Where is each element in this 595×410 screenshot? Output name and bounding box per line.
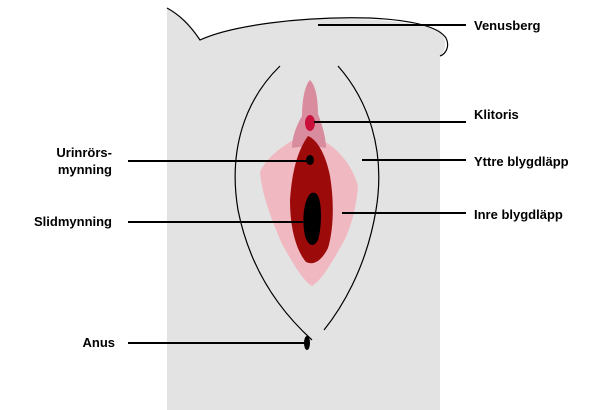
- label-klitoris: Klitoris: [474, 107, 519, 122]
- label-inre-blygdlapp: Inre blygdläpp: [474, 207, 563, 222]
- label-slidmynning: Slidmynning: [34, 214, 112, 229]
- label-yttre-blygdlapp: Yttre blygdläpp: [474, 154, 569, 169]
- label-urinrors-line2: mynning: [58, 162, 112, 177]
- label-urinrors-line1: Urinrörs-: [56, 145, 112, 160]
- label-venusberg: Venusberg: [474, 18, 541, 33]
- clitoris-shape: [305, 115, 315, 131]
- label-anus: Anus: [83, 335, 116, 350]
